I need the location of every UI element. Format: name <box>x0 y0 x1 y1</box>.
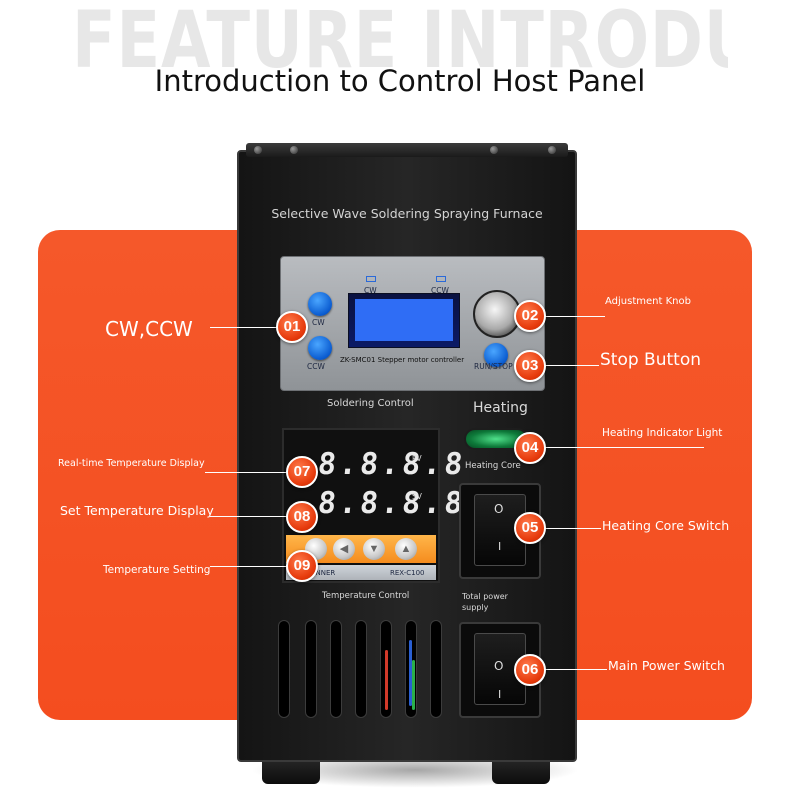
device-lid <box>246 143 568 157</box>
callout-label-realtime-temp: Real-time Temperature Display <box>58 458 205 469</box>
callout-badge-08: 08 <box>286 501 318 533</box>
leader-line <box>210 516 287 517</box>
page-title: Introduction to Control Host Panel <box>154 64 646 98</box>
background-title: FEATURE INTRODUCTION <box>72 0 728 86</box>
callout-label-set-temp: Set Temperature Display <box>60 503 214 518</box>
adjustment-knob[interactable] <box>473 290 521 338</box>
heating-title: Heating <box>473 400 528 416</box>
callout-badge-01: 01 <box>276 311 308 343</box>
leader-line <box>545 316 605 317</box>
temperature-control-label: Temperature Control <box>322 591 410 601</box>
screw-icon <box>254 146 262 154</box>
ccw-button-label: CCW <box>307 362 325 371</box>
heating-core-label: Heating Core <box>465 461 521 471</box>
leader-line <box>210 327 280 328</box>
cw-button-label: CW <box>312 318 325 327</box>
run-stop-label: RUN/STOP <box>474 362 513 371</box>
vent-slot <box>355 620 367 718</box>
callout-label-adjustment-knob: Adjustment Knob <box>605 296 691 307</box>
leader-line <box>544 447 704 448</box>
callout-label-stop-button: Stop Button <box>600 350 701 370</box>
switch-on-mark: I <box>498 540 502 553</box>
cw-led-icon <box>366 276 376 282</box>
total-power-label: Total power supply <box>462 592 508 612</box>
controller-model-text: ZK-SMC01 Stepper motor controller <box>340 356 465 364</box>
leader-line <box>544 365 599 366</box>
callout-badge-06: 06 <box>514 654 546 686</box>
temperature-controller-base <box>286 565 436 580</box>
device-name-plate: Selective Wave Soldering Spraying Furnac… <box>271 206 543 221</box>
screw-icon <box>490 146 498 154</box>
controller-model: REX-C100 <box>390 569 425 577</box>
sv-label: SV <box>412 492 422 501</box>
run-stop-button[interactable] <box>484 343 508 367</box>
vent-slot <box>305 620 317 718</box>
leader-line <box>210 566 287 567</box>
pv-label: PV <box>412 454 422 463</box>
cw-led-label: CW <box>364 286 377 295</box>
leader-line <box>205 472 287 473</box>
down-arrow-icon[interactable]: ▼ <box>363 538 385 560</box>
screw-icon <box>548 146 556 154</box>
shift-left-icon[interactable]: ◀ <box>333 538 355 560</box>
switch-off-mark: O <box>494 502 504 516</box>
vent-slot <box>330 620 342 718</box>
vent-slot <box>278 620 290 718</box>
switch-on-mark: I <box>498 688 502 701</box>
internal-wire <box>409 640 412 706</box>
callout-badge-05: 05 <box>514 512 546 544</box>
ccw-button[interactable] <box>308 336 332 360</box>
callout-label-heating-core-switch: Heating Core Switch <box>602 518 730 533</box>
callout-badge-04: 04 <box>514 432 546 464</box>
switch-off-mark: O <box>494 659 504 673</box>
internal-wire <box>385 650 388 710</box>
callout-badge-09: 09 <box>286 550 318 582</box>
up-arrow-icon[interactable]: ▲ <box>395 538 417 560</box>
ccw-led-label: CCW <box>431 286 449 295</box>
callout-label-heating-indicator: Heating Indicator Light <box>602 427 723 439</box>
vent-slot <box>430 620 442 718</box>
callout-label-main-power-switch: Main Power Switch <box>608 658 725 673</box>
ccw-led-icon <box>436 276 446 282</box>
stepper-lcd-display <box>355 299 453 341</box>
pv-display: 8.8.8.8 <box>316 447 468 482</box>
leader-line <box>545 669 607 670</box>
callout-badge-03: 03 <box>514 350 546 382</box>
leader-line <box>545 528 601 529</box>
soldering-control-label: Soldering Control <box>327 398 414 409</box>
internal-wire <box>412 660 415 710</box>
callout-badge-02: 02 <box>514 300 546 332</box>
callout-label-temp-setting: Temperature Setting <box>103 564 211 576</box>
cw-button[interactable] <box>308 292 332 316</box>
screw-icon <box>290 146 298 154</box>
sv-display: 8.8.8.8 <box>316 486 468 521</box>
callout-label-cw-ccw: CW,CCW <box>105 317 193 341</box>
callout-badge-07: 07 <box>286 456 318 488</box>
